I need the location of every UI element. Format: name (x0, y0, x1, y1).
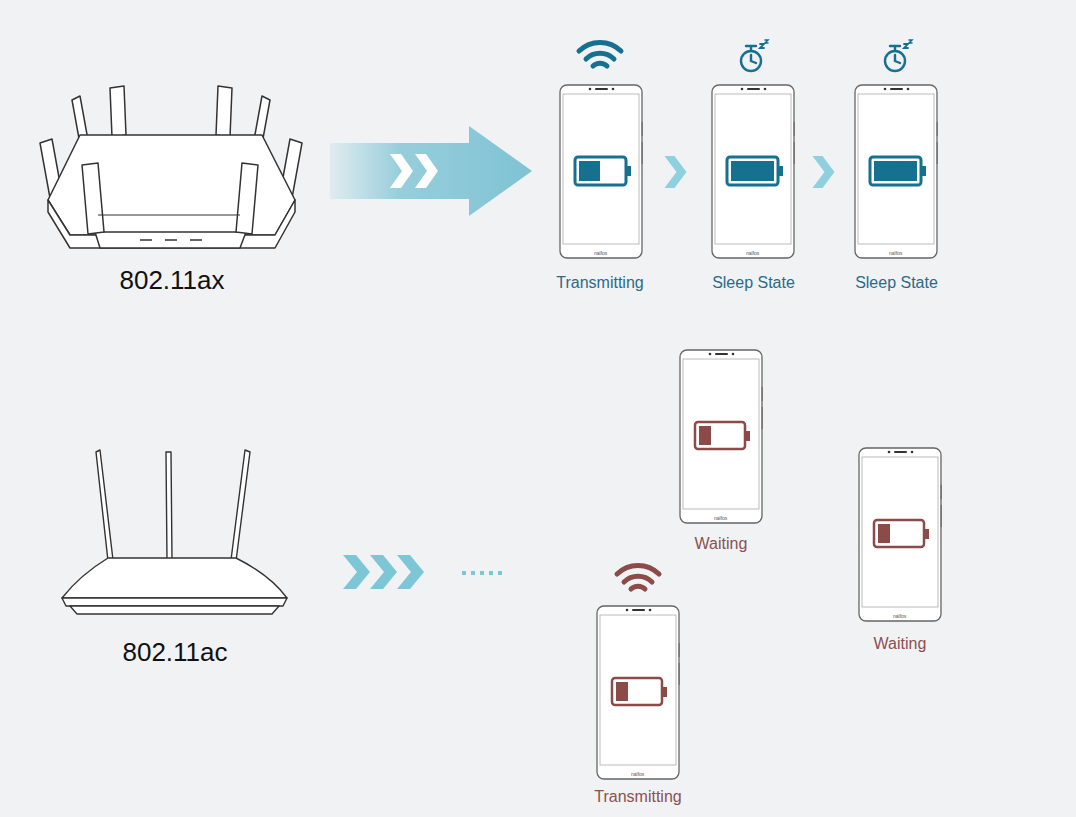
phone-ac (597, 350, 942, 779)
brand-label: nalfos (746, 250, 759, 256)
brand-label: nalfos (594, 250, 607, 256)
phone-node: Transmitting (552, 84, 648, 292)
chevron-arrow (813, 156, 835, 188)
phone-node: Waiting (679, 349, 763, 553)
router-node: 802.11ax (39, 84, 305, 296)
brand-label: nalfos (889, 250, 902, 256)
node-label: Waiting (679, 534, 763, 553)
phone-node: Waiting (858, 447, 942, 653)
wide-arrow (330, 126, 532, 216)
dotted-line (462, 571, 502, 575)
brand-label: nalfos (714, 515, 727, 521)
phone-ax (560, 85, 938, 258)
node-label: Sleep State (708, 273, 799, 292)
sleep-timer-icon (741, 40, 912, 71)
chevron-arrow (665, 156, 687, 188)
node-label: Sleep State (851, 273, 942, 292)
router-node: 802.11ac (62, 449, 288, 668)
wifi-icon (617, 565, 659, 589)
router-ac (62, 450, 287, 614)
phone-node: Sleep State (708, 84, 799, 292)
chevron-arrows (343, 555, 424, 589)
node-label: Waiting (858, 634, 942, 653)
brand-label: nalfos (893, 613, 906, 619)
node-label: 802.11ax (39, 265, 305, 296)
wifi-icon (579, 42, 621, 66)
node-label: 802.11ac (62, 637, 288, 668)
phone-node: Sleep State (851, 84, 942, 292)
router-ax (40, 86, 302, 248)
node-label: Transmitting (590, 787, 686, 806)
node-label: Transmitting (552, 273, 648, 292)
brand-label: nalfos (631, 771, 644, 777)
